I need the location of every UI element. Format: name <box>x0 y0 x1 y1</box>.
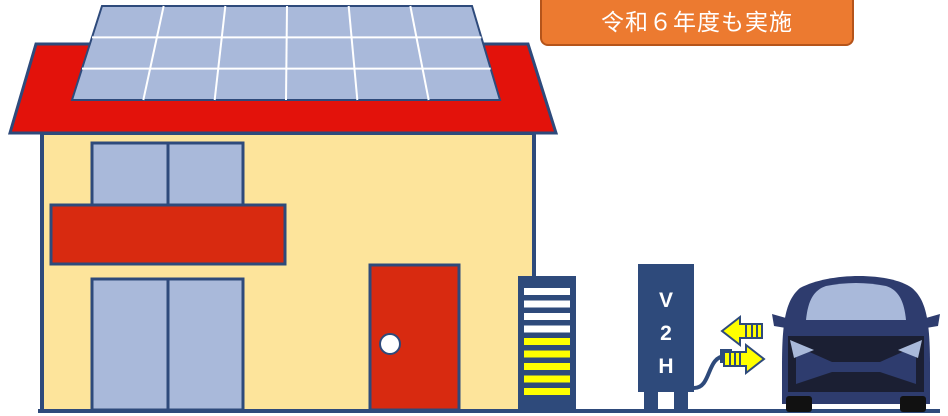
car-headlight-left <box>790 340 814 358</box>
car-headlight-right <box>898 340 922 358</box>
door-knob <box>379 333 401 355</box>
battery-level-filled <box>524 338 570 345</box>
solar-cell-divider <box>285 5 288 101</box>
bidirectional-arrow-icon <box>720 314 766 376</box>
battery-storage-icon <box>518 276 576 411</box>
upper-window <box>90 141 245 209</box>
car-windshield <box>806 283 906 320</box>
car-tire-left <box>786 396 812 412</box>
solar-cell-divider <box>409 5 430 101</box>
v2h-letter-h: H <box>658 355 673 378</box>
lower-window <box>90 277 245 412</box>
electric-car-icon <box>772 276 940 412</box>
v2h-letter-2: 2 <box>660 322 672 345</box>
fiscal-year-badge: 令和６年度も実施 <box>540 0 854 46</box>
battery-level-empty <box>524 325 570 333</box>
battery-level-empty <box>524 300 570 308</box>
solar-panel-icon <box>70 5 502 101</box>
car-mirror-left <box>772 314 786 328</box>
battery-level-empty <box>524 288 570 295</box>
front-door <box>368 263 461 412</box>
v2h-letter-v: V <box>659 289 673 312</box>
car-mirror-right <box>926 314 940 328</box>
v2h-charger-icon: V 2 H <box>638 264 694 412</box>
battery-level-empty <box>524 313 570 320</box>
car-tire-right <box>900 396 926 412</box>
battery-level-filled <box>524 388 570 395</box>
solar-cell-divider <box>142 5 165 101</box>
balcony <box>49 203 287 266</box>
solar-cell-divider <box>347 5 359 101</box>
battery-level-filled <box>524 363 570 370</box>
battery-level-filled <box>524 350 570 358</box>
solar-cell-divider <box>213 5 227 101</box>
battery-level-filled <box>524 375 570 383</box>
